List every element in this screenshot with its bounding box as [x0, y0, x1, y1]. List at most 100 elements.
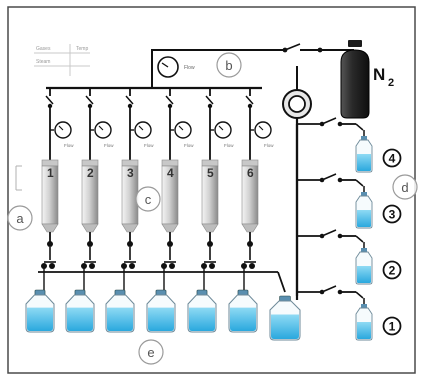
- gas-symbol: N: [373, 65, 385, 84]
- branch-switch: [355, 123, 364, 131]
- column-taper: [121, 223, 139, 233]
- split-node: [89, 263, 95, 269]
- reservoir-unit: 1: [297, 285, 402, 341]
- column-taper: [41, 223, 59, 233]
- split-node: [169, 263, 175, 269]
- split-node: [249, 263, 255, 269]
- reservoir-number: 2: [389, 264, 396, 278]
- collection-bottle: [65, 289, 95, 333]
- gauge-unit-text: Flow: [224, 143, 234, 148]
- reservoir-liquid: [357, 322, 371, 339]
- gauge-needle: [98, 125, 104, 131]
- split-node: [129, 263, 135, 269]
- column-taper: [161, 223, 179, 233]
- gauge-needle: [178, 125, 184, 131]
- bottle-liquid: [271, 314, 299, 339]
- column-valve: [245, 95, 254, 105]
- waste-bottle: [269, 295, 301, 341]
- top-gauge-unit: Flow: [184, 65, 195, 71]
- legend-temp-text: Temp: [76, 46, 88, 52]
- outlet-node: [87, 241, 93, 247]
- legend-steam-text: Steam: [36, 59, 50, 65]
- bottle-cap: [74, 289, 86, 296]
- column-number: 4: [167, 166, 174, 180]
- reservoir-cap: [361, 248, 367, 252]
- bottle-cap: [34, 289, 46, 296]
- collection-bottle: [105, 289, 135, 333]
- gas-subscript: 2: [388, 77, 394, 89]
- callout-c: c: [135, 186, 161, 212]
- bottle-liquid: [230, 307, 256, 331]
- callout-a: a: [7, 205, 33, 231]
- split-node: [49, 263, 55, 269]
- collection-bottles: [25, 289, 301, 341]
- top-gas-line: [151, 43, 354, 70]
- column-number: 6: [247, 166, 254, 180]
- column-taper: [201, 223, 219, 233]
- reservoir-unit: 2: [297, 229, 402, 285]
- branch-switch: [355, 291, 364, 299]
- bottle-liquid: [107, 307, 133, 331]
- callout-a-label: a: [16, 211, 24, 226]
- bottle-cap: [237, 289, 249, 296]
- reservoir-number-badge: [382, 316, 402, 336]
- reservoir-number-badge: [382, 260, 402, 280]
- branch-switch: [321, 117, 337, 125]
- outlet-node: [167, 241, 173, 247]
- bottle-liquid: [148, 307, 174, 331]
- column-taper: [81, 223, 99, 233]
- legend-gases-text: Gases: [36, 46, 51, 52]
- gauge-unit-text: Flow: [144, 143, 154, 148]
- outlet-node: [47, 241, 53, 247]
- bottle-liquid: [67, 307, 93, 331]
- reservoir-liquid: [357, 266, 371, 283]
- column-valve: [45, 95, 54, 105]
- column-valve: [165, 95, 174, 105]
- bottle-cap: [196, 289, 208, 296]
- reservoir-number-badge: [382, 204, 402, 224]
- bottle-cap: [155, 289, 167, 296]
- waste-line: [277, 271, 286, 293]
- bottle-liquid: [27, 307, 53, 331]
- callout-c-label: c: [145, 192, 152, 207]
- callout-d-label: d: [401, 180, 408, 195]
- callout-b: b: [216, 52, 242, 78]
- top-flow-gauge: Flow: [151, 56, 195, 88]
- reservoir-number-badge: [382, 148, 402, 168]
- column-taper: [241, 223, 259, 233]
- column-number: 2: [87, 166, 94, 180]
- column-valve: [205, 95, 214, 105]
- legend-box: Gases Temp Steam: [34, 44, 90, 76]
- column-unit: Flow 4: [161, 88, 194, 247]
- outlet-manifold: [38, 247, 286, 293]
- nitrogen-cylinder: N 2: [340, 40, 394, 119]
- outlet-node: [247, 241, 253, 247]
- reservoir-cap: [361, 136, 367, 140]
- gauge-unit-text: Flow: [64, 143, 74, 148]
- reservoir-number: 3: [389, 208, 396, 222]
- reservoir-number: 1: [389, 320, 396, 334]
- reservoir-liquid: [357, 154, 371, 171]
- collection-bottle: [146, 289, 176, 333]
- reservoir-unit: 4: [297, 117, 402, 173]
- collection-bottle: [25, 289, 55, 333]
- bottle-liquid: [189, 307, 215, 331]
- collection-bottle: [228, 289, 258, 333]
- gauge-needle: [138, 125, 144, 131]
- reservoir-cap: [361, 304, 367, 308]
- split-node: [209, 263, 215, 269]
- column-number: 3: [127, 166, 134, 180]
- outlet-node: [127, 241, 133, 247]
- branch-switch: [355, 235, 364, 243]
- outlet-node: [207, 241, 213, 247]
- gauge-unit-text: Flow: [184, 143, 194, 148]
- reservoir-group: 4 3 2 1: [295, 117, 402, 341]
- branch-switch: [355, 179, 364, 187]
- callout-d: d: [392, 174, 418, 200]
